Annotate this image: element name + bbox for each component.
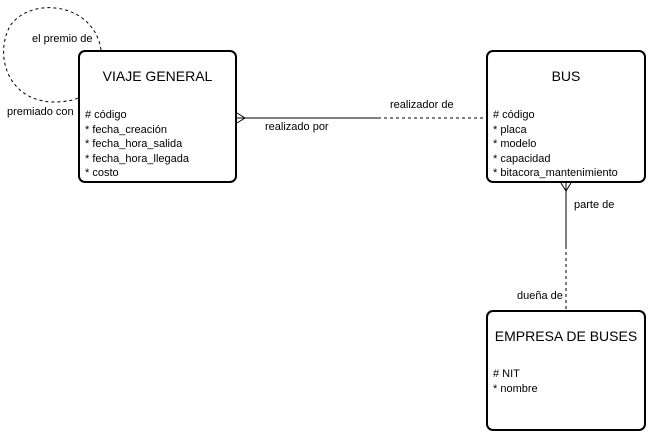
entity-bus[interactable]: BUS # código * placa * modelo * capacida… (486, 50, 646, 183)
attribute-item: # código (85, 109, 127, 121)
attribute-item: * costo (85, 167, 119, 179)
attribute-list: # código * placa * modelo * capacidad * … (493, 108, 618, 181)
attribute-list: # código * fecha_creación * fecha_hora_s… (85, 108, 189, 181)
attribute-item: * modelo (493, 138, 537, 150)
entity-title: VIAJE GENERAL (102, 68, 213, 84)
attribute-item: # NIT (493, 368, 520, 380)
relationship-label: realizado por (264, 121, 330, 133)
entity-title: BUS (551, 68, 581, 84)
crows-foot-bus-side (560, 182, 572, 192)
attribute-item: * fecha_hora_salida (85, 138, 183, 150)
attribute-item: * nombre (493, 382, 538, 395)
attribute-item: # código (493, 109, 535, 121)
relationship-label: realizador de (389, 99, 455, 111)
attribute-item: * fecha_hora_llegada (85, 152, 189, 165)
attribute-item: * capacidad (493, 152, 551, 165)
attribute-item: * bitacora_mantenimiento (493, 167, 618, 179)
relationship-label: parte de (573, 199, 616, 211)
entity-title: EMPRESA DE BUSES (494, 328, 638, 344)
relationship-label: el premio de (31, 33, 94, 45)
entity-empresa-de-buses[interactable]: EMPRESA DE BUSES # NIT * nombre (486, 310, 646, 431)
entity-viaje-general[interactable]: VIAJE GENERAL # código * fecha_creación … (78, 50, 237, 183)
relationship-label: premiado con (6, 106, 75, 118)
crows-foot-viaje-side (236, 112, 246, 124)
attribute-item: * placa (493, 123, 527, 136)
attribute-item: * fecha_creación (85, 123, 167, 136)
relationship-label: dueña de (516, 290, 564, 302)
attribute-list: # NIT * nombre (493, 367, 538, 396)
